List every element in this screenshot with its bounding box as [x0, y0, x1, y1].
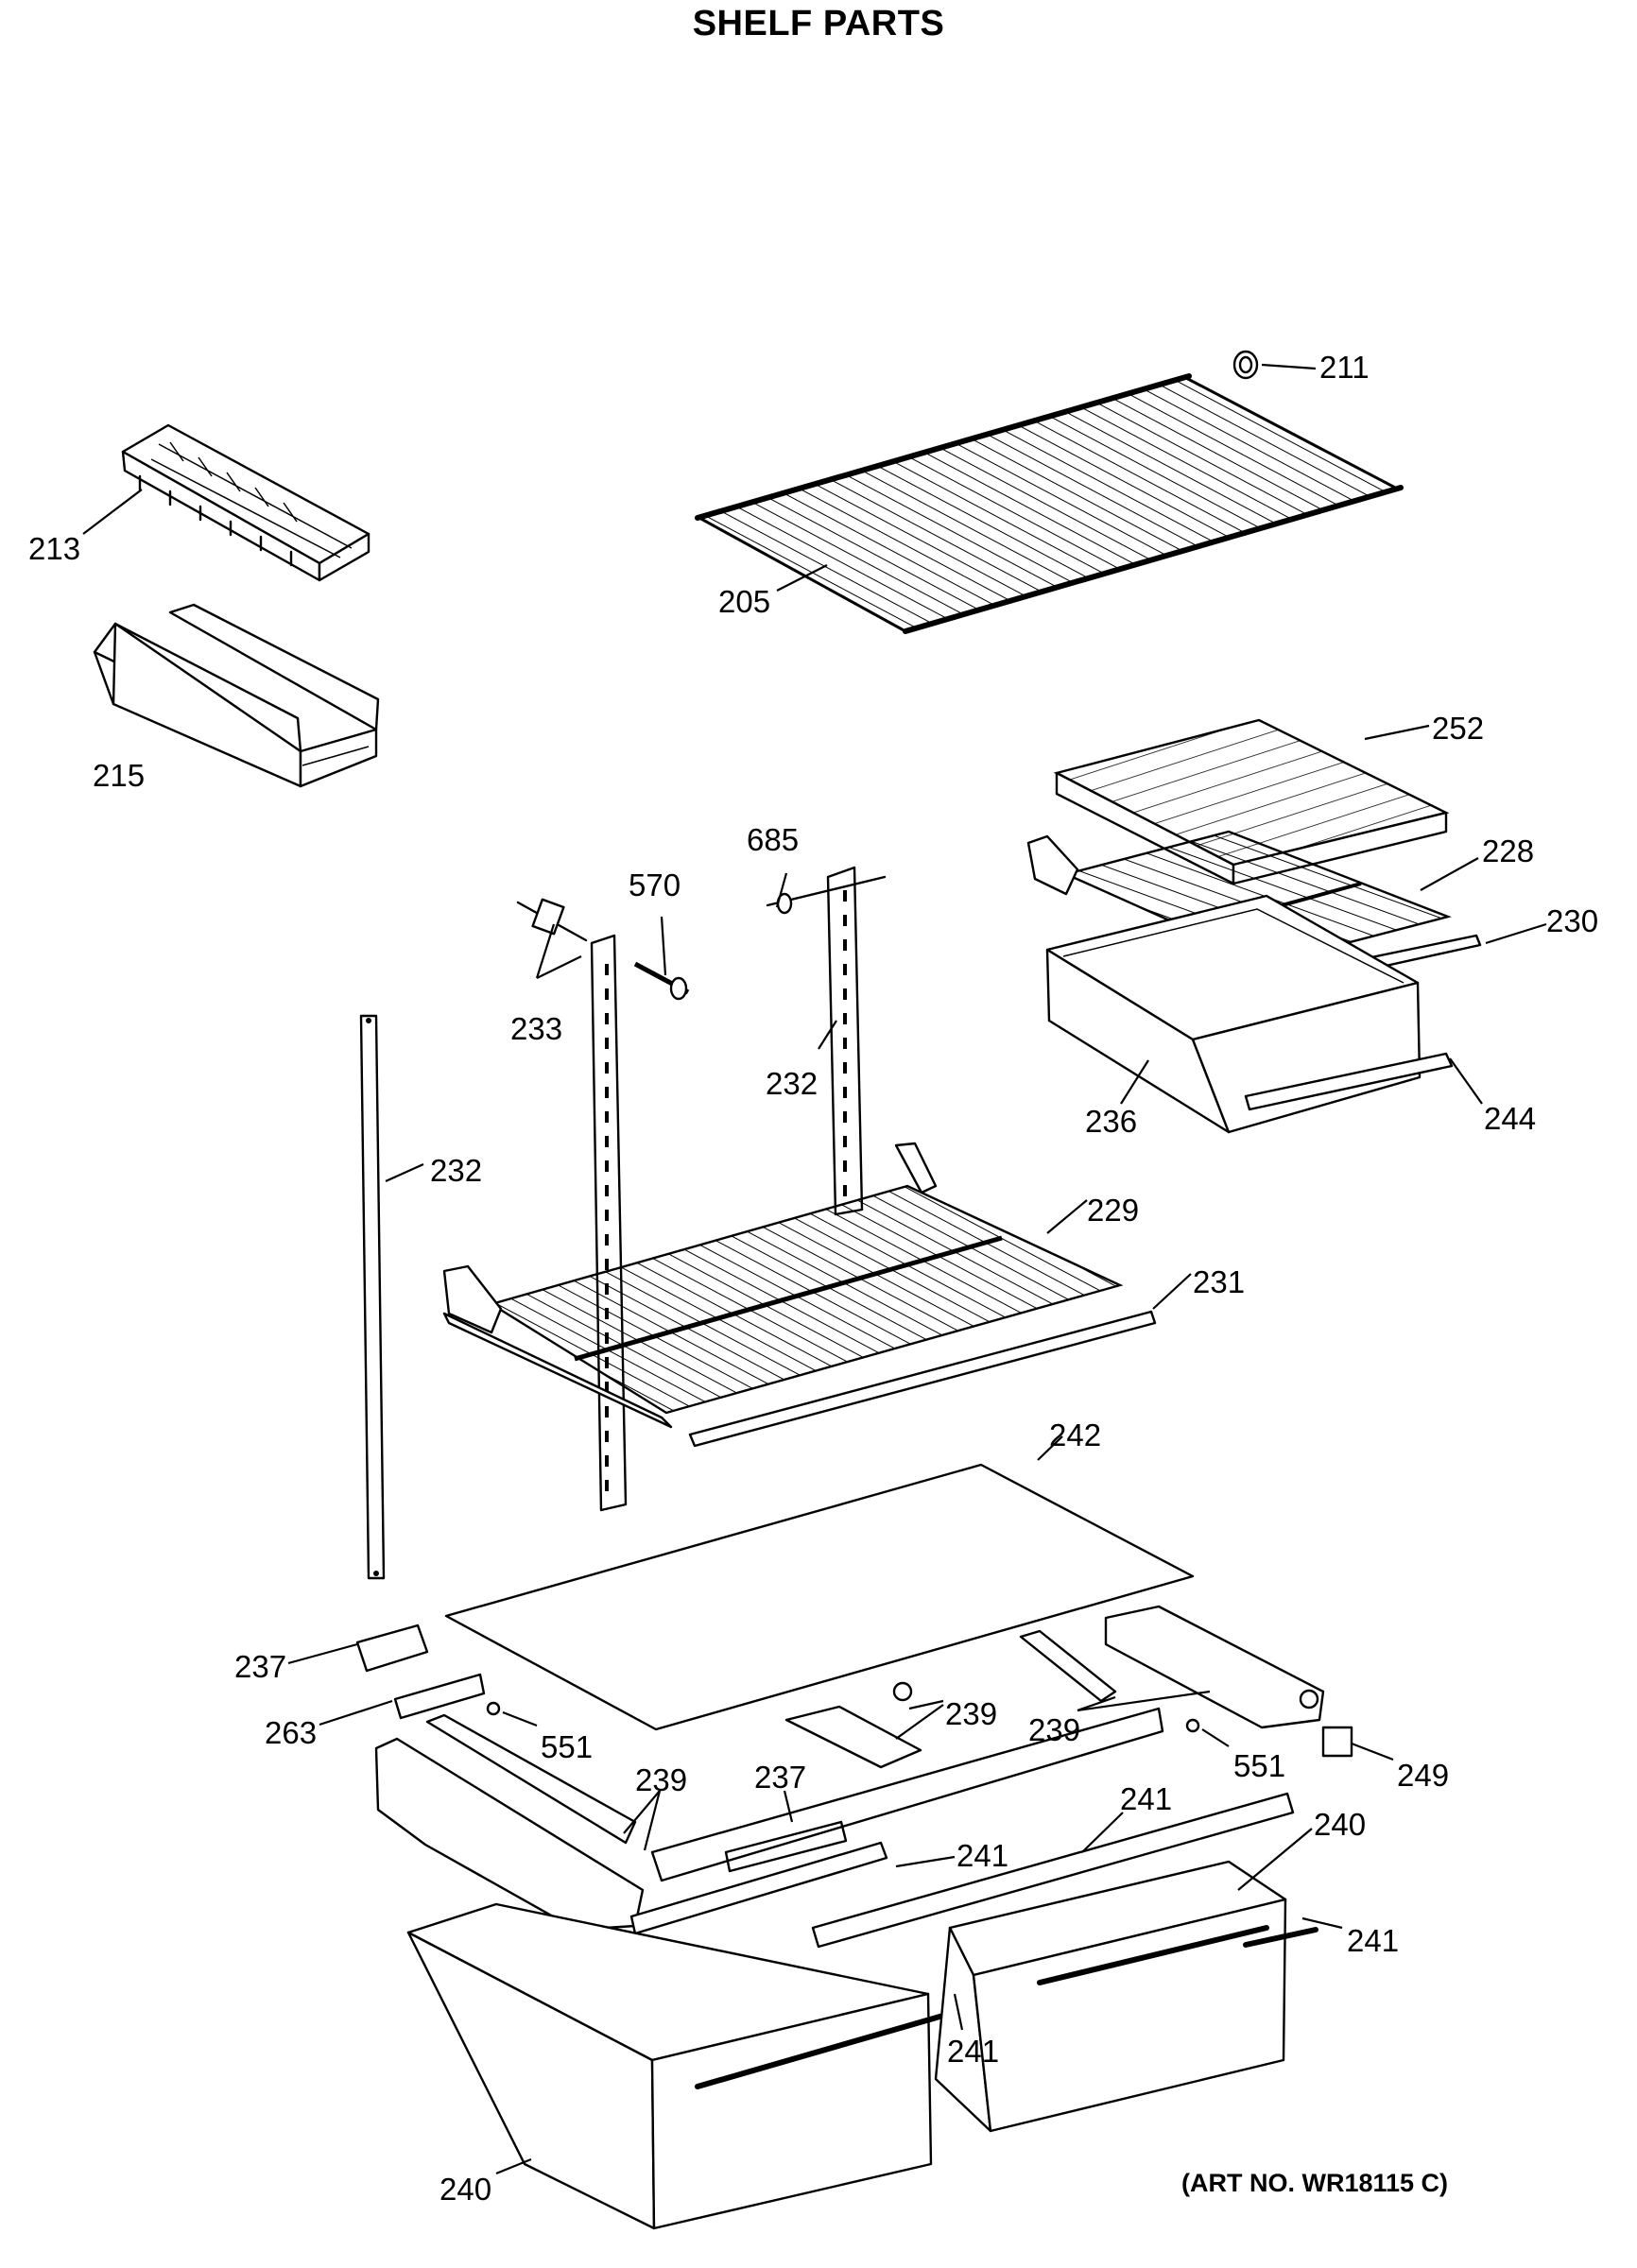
part-241-strip-left — [629, 1841, 888, 1935]
part-239-center-bracket — [784, 1681, 922, 1769]
callout-241-right-drawer: 241 — [1347, 1923, 1399, 1958]
part-232-left-rail — [359, 1014, 386, 1580]
diagram-title: SHELF PARTS — [692, 4, 945, 43]
part-551-screw-left — [486, 1701, 501, 1716]
part-570-screw — [633, 961, 690, 1001]
callout-241-left-drawer: 241 — [947, 2034, 999, 2069]
part-237-front-support — [650, 1707, 1164, 1882]
part-213-ice-tray — [121, 423, 370, 582]
callout-215: 215 — [93, 758, 145, 793]
callout-233: 233 — [510, 1011, 562, 1046]
callout-241-left: 241 — [956, 1838, 1008, 1873]
part-237-left-support — [355, 1624, 429, 1673]
part-232-center-rail-left — [590, 934, 628, 1512]
callout-labels: 211 213 205 215 252 685 570 228 230 233 … — [28, 350, 1598, 2207]
art-number: (ART NO. WR18115 C) — [1181, 2169, 1449, 2197]
part-239-left-support — [425, 1713, 637, 1845]
callout-242: 242 — [1049, 1418, 1101, 1452]
callout-240-left: 240 — [439, 2172, 491, 2207]
part-240-left-drawer — [406, 1902, 962, 2230]
part-241-strip-right — [811, 1792, 1295, 1949]
callout-229: 229 — [1087, 1193, 1139, 1228]
part-551-screw-right — [1185, 1718, 1200, 1733]
callout-685: 685 — [747, 822, 799, 857]
part-263-support — [393, 1673, 486, 1720]
callout-230: 230 — [1546, 903, 1598, 938]
part-229-large-wire-shelf — [442, 1142, 1124, 1429]
callout-232-left: 232 — [430, 1153, 482, 1188]
part-240-right-drawer — [934, 1860, 1318, 2133]
callout-237-left: 237 — [234, 1649, 286, 1684]
callout-205: 205 — [718, 584, 770, 619]
callout-551-right: 551 — [1233, 1748, 1285, 1783]
leader-lines — [82, 363, 1547, 2175]
callout-252: 252 — [1432, 711, 1484, 746]
part-205-wire-shelf — [695, 373, 1404, 634]
callout-249: 249 — [1397, 1758, 1449, 1793]
part-right-side-rail — [1104, 1605, 1325, 1729]
callout-228: 228 — [1482, 833, 1534, 868]
callout-241-right: 241 — [1120, 1781, 1172, 1816]
callout-551-left: 551 — [541, 1729, 593, 1764]
callout-213: 213 — [28, 531, 80, 566]
callout-263: 263 — [265, 1715, 317, 1750]
part-249-clip — [1321, 1726, 1353, 1758]
callout-239-center: 239 — [945, 1696, 997, 1731]
part-232-center-rail-right — [826, 866, 864, 1216]
part-685-screw — [766, 875, 887, 915]
callout-237-front: 237 — [754, 1760, 806, 1795]
part-215-bin — [93, 603, 380, 788]
callout-239-right: 239 — [1028, 1712, 1080, 1747]
part-242-glass-shelf — [444, 1463, 1195, 1731]
callout-236: 236 — [1085, 1104, 1137, 1139]
callout-232-center: 232 — [766, 1066, 818, 1101]
callout-211: 211 — [1319, 350, 1370, 385]
part-211-shelf-stop — [1232, 350, 1259, 380]
callout-244: 244 — [1484, 1101, 1536, 1136]
callout-239-left: 239 — [635, 1762, 687, 1797]
part-231-shelf-trim — [688, 1310, 1157, 1448]
callout-240-right: 240 — [1314, 1807, 1366, 1842]
callout-231: 231 — [1193, 1264, 1245, 1299]
part-233-bracket — [516, 898, 588, 942]
callout-570: 570 — [629, 868, 681, 902]
part-239-right-bracket — [1019, 1629, 1117, 1703]
part-244-crisper-handle — [1244, 1052, 1454, 1111]
